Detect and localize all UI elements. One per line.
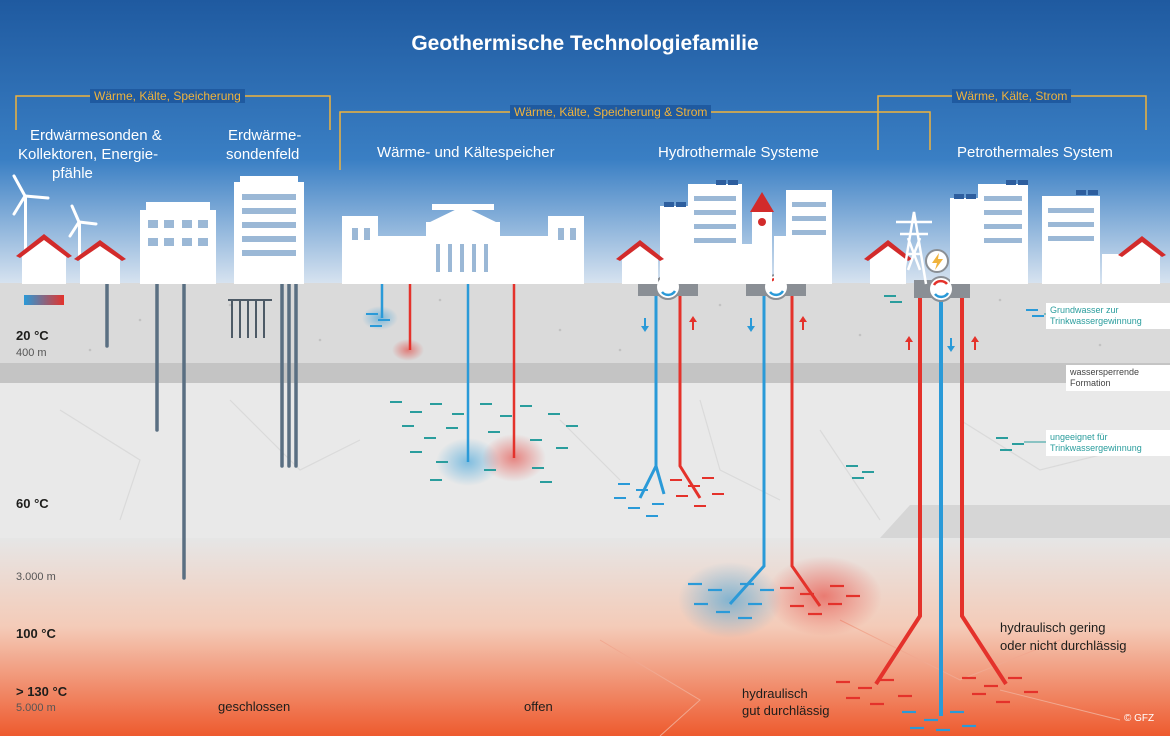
depth-5000: 5.000 m [16, 702, 56, 714]
clock-icon [758, 218, 766, 226]
temp-130: > 130 °C [16, 684, 68, 699]
label-open: offen [524, 699, 553, 714]
aquifer-layer [0, 283, 1170, 363]
system-sonden-line2: Kollektoren, Energie- [18, 146, 159, 163]
warm-halo [392, 339, 424, 361]
label-permeable-line1: hydraulisch [742, 686, 808, 701]
depth-3000: 3.000 m [16, 571, 56, 583]
energy-piles [228, 299, 272, 338]
callout-impermeable: wassersperrende Formation [1066, 365, 1170, 391]
callout-groundwater-line2: Trinkwassergewinnung [1050, 316, 1142, 326]
groundwater-marks [390, 295, 1024, 483]
petro-cold-marks [902, 710, 976, 732]
cold-halo [362, 306, 398, 330]
label-permeable-line2: gut durchlässig [742, 703, 830, 718]
hydro-cold-halo [678, 562, 782, 638]
impermeable-layer [0, 363, 1170, 383]
rock-cracks [59, 399, 1121, 521]
copyright: © GFZ [1124, 713, 1155, 724]
wind-turbine-blades [12, 174, 98, 238]
diagram-title: Geothermische Technologiefamilie [411, 32, 759, 55]
power-pylon [896, 211, 932, 285]
system-sonden-line1: Erdwärmesonden & [30, 127, 162, 144]
petro-wells [874, 296, 1008, 716]
bracket-label-right: Wärme, Kälte, Strom [952, 89, 1072, 103]
hydro-shallow-marks [614, 483, 664, 517]
building-windows [148, 194, 1094, 272]
label-impermeable-line2: oder nicht durchlässig [1000, 638, 1127, 653]
callout-impermeable-line2: Formation [1070, 378, 1111, 388]
hydro-wells-deep [728, 296, 822, 607]
deep-layer [0, 538, 1170, 736]
system-petro: Petrothermales System [957, 144, 1113, 161]
depth-400: 400 m [16, 347, 47, 359]
solar-panels [664, 180, 1098, 207]
system-feld-line2: sondenfeld [226, 146, 300, 163]
temp-60: 60 °C [16, 496, 49, 511]
temp-20: 20 °C [16, 328, 49, 343]
callout-impermeable-line1: wassersperrende [1070, 367, 1140, 377]
callout-unsuitable-line2: Trinkwassergewinnung [1050, 443, 1142, 453]
hydro-warm-halo [766, 556, 882, 636]
aquifer-cold-marks [366, 309, 1044, 327]
bracket-label-middle: Wärme, Kälte, Speicherung & Strom [510, 105, 712, 119]
callout-groundwater-line1: Grundwasser zur [1050, 305, 1119, 315]
house-roofs [16, 192, 1166, 261]
hydro-shallow-hot-marks [670, 477, 724, 507]
ground-collector [24, 295, 64, 305]
label-impermeable-line1: hydraulisch gering [1000, 620, 1106, 635]
storage-wells [380, 282, 516, 462]
temp-100: 100 °C [16, 626, 56, 641]
flow-arrows [641, 316, 979, 352]
fault-block [880, 505, 1170, 538]
hydro-deep-hot-marks [780, 584, 860, 616]
bracket-label-left: Wärme, Kälte, Speicherung [90, 89, 245, 103]
deep-cracks [599, 619, 1121, 736]
hydro-wells-shallow [638, 296, 702, 499]
callout-lines [1024, 313, 1046, 443]
system-speicher: Wärme- und Kältespeicher [377, 144, 555, 161]
callout-unsuitable-line1: ungeeignet für [1050, 432, 1108, 442]
system-hydro: Hydrothermale Systeme [658, 144, 819, 161]
callout-groundwater: Grundwasser zur Trinkwassergewinnung [1046, 303, 1170, 329]
label-closed: geschlossen [218, 699, 291, 714]
petro-hot-marks [836, 676, 1038, 706]
system-sonden-line3: pfähle [52, 165, 93, 182]
borehole-probes [105, 278, 298, 580]
system-feld-line1: Erdwärme- [228, 127, 302, 144]
callout-unsuitable: ungeeignet für Trinkwassergewinnung [1046, 430, 1170, 456]
